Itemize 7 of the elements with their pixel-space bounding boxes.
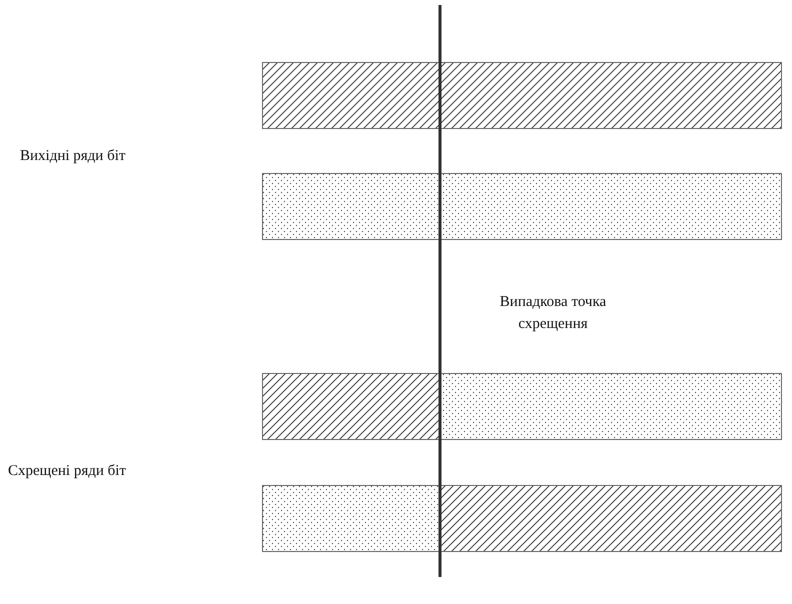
- bit-string-bar: [262, 485, 782, 552]
- row-group-label: Схрещені ряди біт: [8, 462, 127, 481]
- row-group-label: Вихідні ряди біт: [20, 147, 126, 166]
- bit-string-bar: [262, 373, 782, 440]
- crossover-point-label: Випадкова точка схрещення: [498, 293, 608, 334]
- bit-string-bar: [262, 173, 782, 240]
- bit-string-bar: [262, 62, 782, 129]
